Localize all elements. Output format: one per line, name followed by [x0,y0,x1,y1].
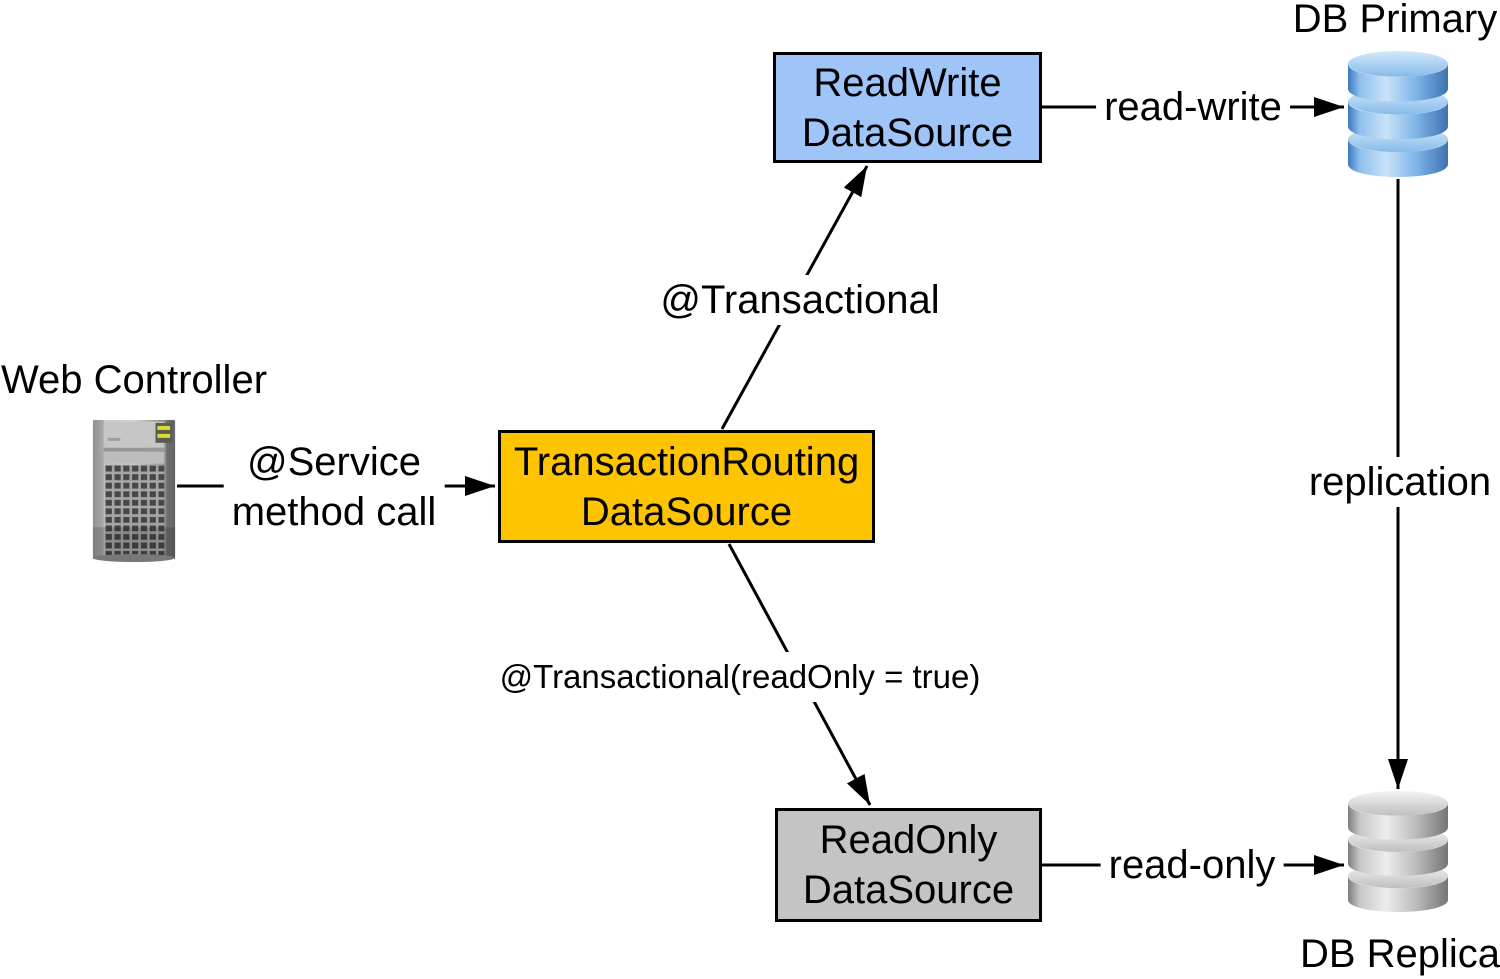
transaction-routing-label-line2: DataSource [580,489,793,534]
readonly-datasource-label-line2: DataSource [802,868,1015,912]
readonly-datasource-label-line1: ReadOnly [819,818,998,862]
db-replica-icon [1348,791,1448,913]
replication-label: replication [1300,457,1500,507]
service-call-label: @Service method call [223,437,445,537]
readonly-datasource-node: ReadOnly DataSource [775,808,1042,922]
readwrite-datasource-node: ReadWrite DataSource [773,52,1042,163]
read-write-label: read-write [1096,82,1290,132]
server-icon [92,419,176,562]
web-controller-label: Web Controller [0,358,268,402]
service-call-label-line2: method call [231,490,437,534]
readwrite-datasource-label-line1: ReadWrite [813,60,1002,105]
db-primary-icon [1348,51,1448,177]
db-primary-label: DB Primary [1292,0,1498,41]
db-replica-label: DB Replica [1299,932,1500,976]
readwrite-datasource-label-line2: DataSource [801,110,1014,155]
transaction-routing-datasource-node: TransactionRouting DataSource [498,430,875,543]
transaction-routing-label-line1: TransactionRouting [513,439,860,484]
service-call-label-line1: @Service [247,440,421,484]
transactional-readonly-label: @Transactional(readOnly = true) [491,652,989,702]
read-only-label: read-only [1100,840,1284,890]
transactional-label: @Transactional [652,275,948,325]
